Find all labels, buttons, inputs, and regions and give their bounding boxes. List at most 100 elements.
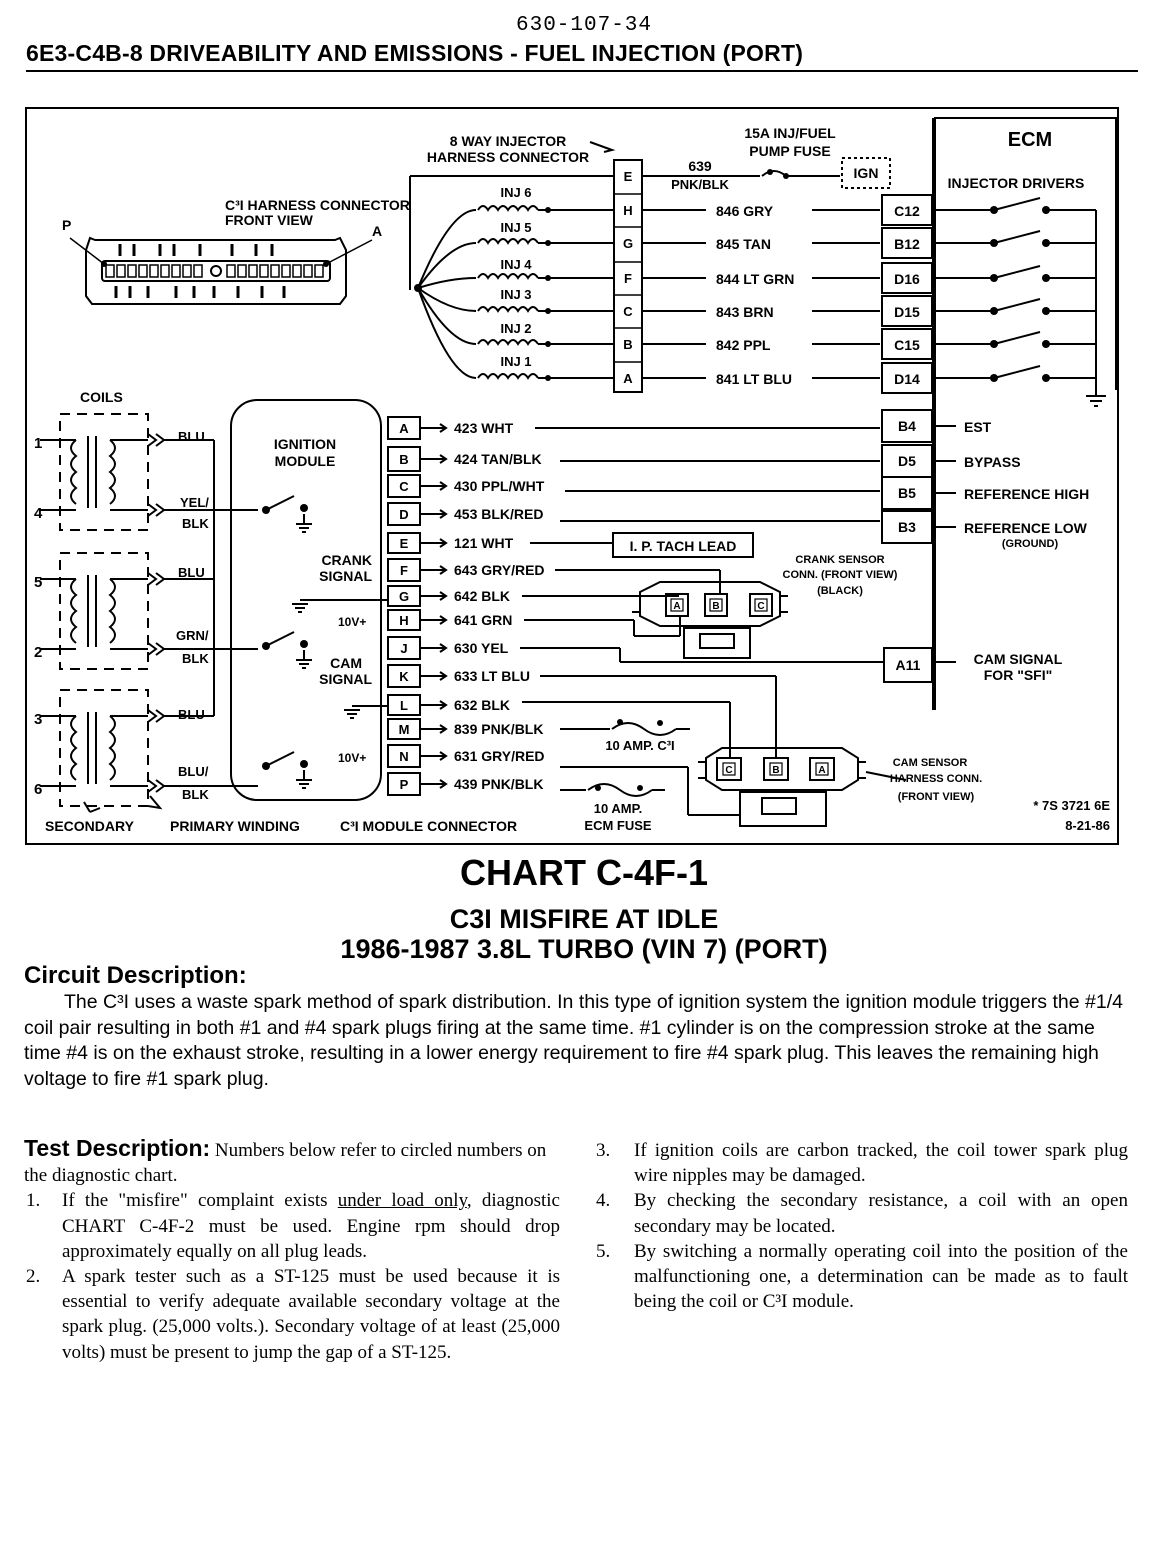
- injector-power-wire-number: 639: [688, 158, 712, 174]
- crank-sensor-key: [699, 633, 735, 649]
- driver-switch-contact: [990, 239, 998, 247]
- test-steps-list-right: 3.If ignition coils are carbon tracked, …: [594, 1138, 1128, 1314]
- cam-sensor-pin-label: C: [725, 765, 732, 776]
- coil-arrow: [155, 779, 166, 793]
- c3i-pin-a-label: A: [372, 223, 382, 239]
- ecm-fuse-label: 10 AMP.: [594, 801, 642, 816]
- chart-subtitle-text: C3I MISFIRE AT IDLE: [449, 904, 719, 934]
- ecm-title: ECM: [1008, 129, 1052, 151]
- c3i-pin-cell: [270, 264, 280, 278]
- test-step-3: 3.If ignition coils are carbon tracked, …: [594, 1138, 1128, 1188]
- coil-arrow: [155, 572, 166, 586]
- test-step-5: 5.By switching a normally operating coil…: [594, 1239, 1128, 1315]
- module-pin-label: F: [400, 563, 408, 578]
- module-pin-box: [387, 585, 421, 607]
- page-number: 630-107-34: [515, 14, 653, 37]
- module-wire-label: 839 PNK/BLK: [454, 721, 543, 737]
- module-pin-label: D: [399, 507, 408, 522]
- injector-feed: [417, 287, 477, 345]
- coil-wire-label: GRN/: [176, 628, 209, 643]
- injector-pin-label: F: [624, 271, 632, 286]
- module-pin-label: H: [399, 613, 408, 628]
- coil-wire-label: BLU/: [178, 764, 209, 779]
- crank-sensor-pin-inner: [754, 598, 768, 612]
- c3i-pin-cell: [193, 264, 203, 278]
- test-step-1: 1.If the "misfire" complaint exists unde…: [24, 1188, 560, 1264]
- ecm-signal-pin-box: [881, 476, 933, 510]
- c3i-key: [210, 265, 222, 277]
- step-number: 2.: [26, 1266, 41, 1288]
- coil-wire-label: BLK: [182, 651, 209, 666]
- cam-sensor-pin: [809, 757, 835, 781]
- ignition-module-title: MODULE: [275, 453, 336, 469]
- ecm-driver-pin-label: D16: [894, 271, 920, 287]
- coil-arrow: [155, 642, 166, 656]
- module-pin-arrow: [439, 779, 448, 789]
- ecm-driver-pin-box: [881, 262, 933, 294]
- injector-pin-label: C: [623, 304, 633, 319]
- module-pin-box: [387, 532, 421, 554]
- step-text: A spark tester such as a ST-125 must be …: [62, 1266, 560, 1363]
- crank-sensor-tabs: [632, 595, 788, 613]
- injector-wire-label: 842 PPL: [716, 337, 771, 353]
- cam-sensor-lower: [739, 791, 827, 827]
- module-wire-label: 630 YEL: [454, 640, 509, 656]
- crank-sensor-pin-label: A: [673, 601, 680, 612]
- module-wire-label: 643 GRY/RED: [454, 562, 545, 578]
- switch-contact: [300, 760, 308, 768]
- c3i-connector-title: C³I HARNESS CONNECTOR: [225, 197, 410, 213]
- module-pin-label: E: [400, 536, 409, 551]
- cam-sensor-label: HARNESS CONN.: [890, 773, 982, 785]
- module-pin-box: [387, 744, 421, 768]
- injector-label: INJ 1: [500, 354, 531, 369]
- coil-number: 6: [34, 781, 42, 798]
- ten-volt-label: 10V+: [338, 751, 366, 765]
- module-pin-label: G: [399, 589, 409, 604]
- ignition-module-title: IGNITION: [274, 436, 336, 452]
- tach-lead-box: [612, 532, 754, 558]
- c3i-pin-cell: [149, 264, 159, 278]
- module-pin-arrow: [439, 751, 448, 761]
- ecm-driver-pin-box: [881, 227, 933, 259]
- ecm-driver-pin-label: C12: [894, 203, 920, 219]
- ecm-driver-pin-label: D15: [894, 304, 920, 320]
- coil-wire-label: BLU: [178, 565, 205, 580]
- injector-feed: [417, 277, 477, 289]
- injector-label: INJ 5: [500, 220, 531, 235]
- module-pin-box: [387, 636, 421, 660]
- injector-wire-label: 844 LT GRN: [716, 271, 794, 287]
- driver-switch-contact: [1042, 239, 1050, 247]
- driver-switch-blade: [993, 197, 1041, 211]
- fuse-dot: [657, 720, 663, 726]
- module-pin-label: B: [399, 452, 408, 467]
- injector-drivers-label: INJECTOR DRIVERS: [948, 175, 1085, 191]
- injector-power-junction: [414, 284, 422, 292]
- module-pin-arrow: [439, 643, 448, 653]
- injector-power-wire-color: PNK/BLK: [671, 177, 729, 192]
- c3i-fuse-label: 10 AMP. C³I: [605, 738, 674, 753]
- section-header: 6E3-C4B-8 DRIVEABILITY AND EMISSIONS - F…: [26, 40, 804, 66]
- injector-coil: [477, 306, 539, 313]
- crank-sensor-pin-inner: [670, 598, 684, 612]
- ecm-driver-pin-label: C15: [894, 337, 920, 353]
- fuse-dot: [595, 785, 601, 791]
- module-wire-label: 631 GRY/RED: [454, 748, 545, 764]
- ten-volt-label: 10V+: [338, 615, 366, 629]
- module-pin-arrow: [439, 509, 448, 519]
- injector-wire-label: 845 TAN: [716, 236, 771, 252]
- crank-sensor-label: CONN. (FRONT VIEW): [783, 569, 898, 581]
- switch-blade: [265, 495, 295, 511]
- c3i-pin-cell: [259, 264, 269, 278]
- ecm-signal-pin-label: B3: [898, 519, 916, 535]
- switch-blade: [265, 631, 295, 647]
- module-pin-box: [387, 718, 421, 740]
- switch-contact: [262, 762, 270, 770]
- switch-blade: [265, 751, 295, 767]
- c3i-pin-cell: [281, 264, 291, 278]
- module-pin-box: [387, 474, 421, 498]
- injector-wire-label: 846 GRY: [716, 203, 774, 219]
- c3i-pin-cell: [160, 264, 170, 278]
- c3i-connector-subtitle: FRONT VIEW: [225, 212, 314, 228]
- driver-switch-contact: [990, 340, 998, 348]
